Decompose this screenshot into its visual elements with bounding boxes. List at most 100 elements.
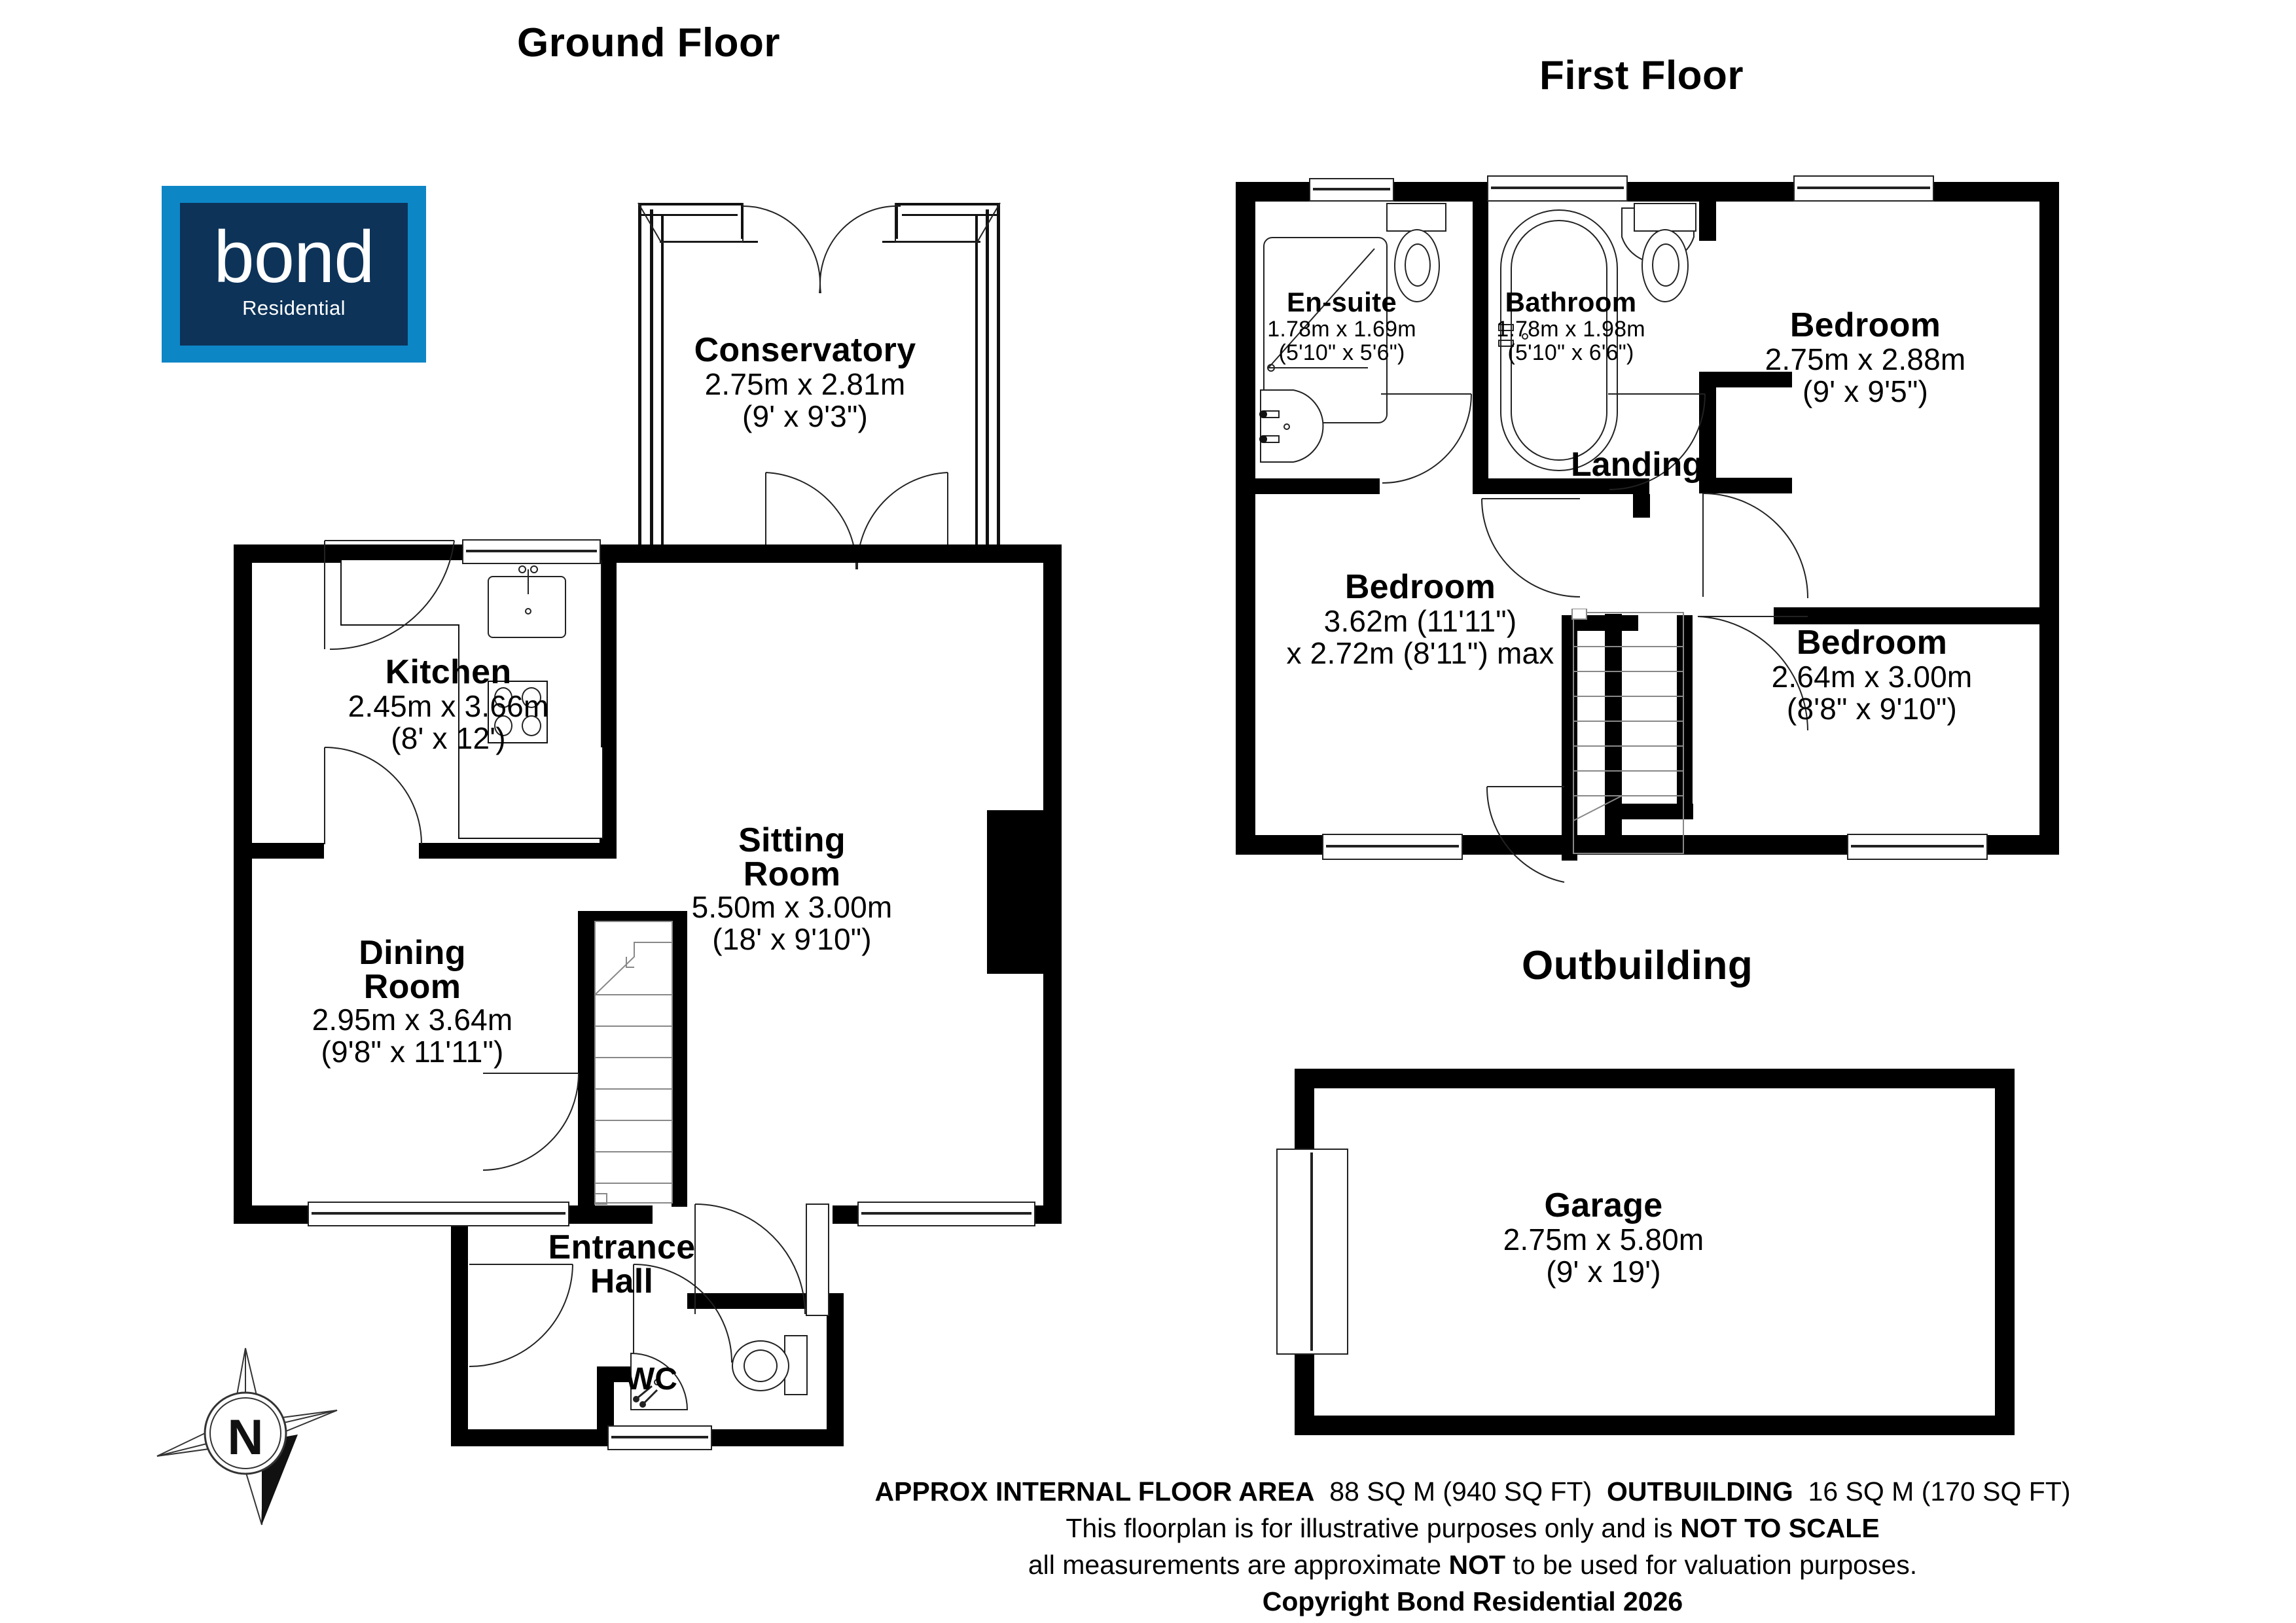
kitchen-worktop-lower	[458, 747, 603, 839]
garage-wall-right	[1995, 1069, 2015, 1435]
gf-wall-wc-left-stub	[597, 1366, 632, 1382]
kitchen-sink-tap	[518, 565, 538, 615]
garage-door	[1276, 1149, 1348, 1355]
kitchen-window	[462, 539, 601, 564]
ensuite-cistern	[1386, 203, 1446, 232]
logo-subtitle: Residential	[242, 296, 346, 319]
footer-illustrative-text: This floorplan is for illustrative purpo…	[1066, 1513, 1681, 1543]
kitchen-hob-ring-1	[494, 687, 512, 708]
ff-wall-bathroom-bottom	[1473, 478, 1649, 494]
logo-wordmark: bond	[213, 216, 374, 298]
footer-not-to-scale: NOT TO SCALE	[1680, 1513, 1880, 1543]
conservatory-wall-left-outer	[638, 203, 641, 560]
ensuite-window	[1309, 178, 1394, 202]
ff-wall-ensuite-bath	[1473, 182, 1488, 493]
ground-floor-title: Ground Floor	[517, 20, 781, 65]
room-label-garage: Garage 2.75m x 5.80m (9' x 19')	[1503, 1186, 1704, 1289]
footer-copyright: Copyright Bond Residential 2026	[753, 1584, 2193, 1620]
gf-wall-top	[234, 544, 1062, 563]
conservatory-top-left-transom	[638, 214, 738, 216]
conservatory-top-double-door-swing	[742, 205, 901, 294]
kitchen-hob-ring-2	[522, 687, 541, 708]
bathroom-cistern	[1634, 203, 1696, 232]
gf-wall-kitchen-dining-a	[252, 843, 324, 859]
room-label-bedroom-2: Bedroom 3.62m (11'11") x 2.72m (8'11") m…	[1286, 568, 1554, 670]
ff-wall-br1-left-top	[1699, 182, 1716, 241]
conservatory-door-jamb-left	[741, 205, 744, 239]
ff-wall-br1-top	[1699, 372, 1792, 387]
footer-valuation-text: to be used for valuation purposes.	[1505, 1550, 1918, 1580]
conservatory-wall-left-inner2	[661, 216, 664, 560]
conservatory-top-right-transom	[902, 214, 1000, 216]
ff-wall-ensuite-bottom	[1255, 478, 1380, 494]
bathroom-bath-taps	[1498, 324, 1528, 347]
first-floor-title: First Floor	[1539, 53, 1744, 98]
kitchen-door-top-swing	[324, 540, 455, 651]
compass-north-letter: N	[228, 1410, 264, 1465]
room-label-sitting-room: Sitting Room 5.50m x 3.00m (18' x 9'10")	[691, 821, 893, 956]
footer-disclaimer-line-1: This floorplan is for illustrative purpo…	[753, 1510, 2193, 1547]
garage-wall-top	[1295, 1069, 2015, 1088]
sitting-room-window	[857, 1202, 1035, 1226]
room-label-ensuite: En-suite 1.78m x 1.69m (5'10" x 5'6")	[1267, 287, 1416, 365]
room-label-dining-room: Dining Room 2.95m x 3.64m (9'8" x 11'11"…	[312, 934, 513, 1069]
ff-wall-br1-bottom-stub	[1699, 478, 1792, 493]
room-label-bedroom-1: Bedroom 2.75m x 2.88m (9' x 9'5")	[1765, 306, 1966, 408]
staircase-ff-treads	[1571, 609, 1684, 854]
wc-window	[607, 1425, 712, 1450]
front-door-swing	[694, 1204, 829, 1316]
bond-residential-logo: bond Residential	[162, 186, 426, 363]
conservatory-wall-left-inner	[650, 209, 653, 560]
landing-door-br3-swing	[1697, 616, 1808, 731]
bathroom-door-swing	[1608, 393, 1706, 490]
room-label-wc: WC	[625, 1362, 677, 1397]
hall-internal-door-swing	[469, 1264, 573, 1367]
conservatory-wall-right-inner	[986, 209, 989, 560]
ff-wall-stair-bottom	[1607, 804, 1693, 819]
kitchen-hob-ring-3	[494, 715, 512, 736]
conservatory-top-left-lintel	[638, 203, 743, 205]
bathroom-window	[1487, 175, 1628, 202]
conservatory-top-right-lintel	[895, 203, 1000, 205]
room-label-entrance-hall: Entrance Hall	[548, 1228, 696, 1300]
room-label-bedroom-3: Bedroom 2.64m x 3.00m (8'8" x 9'10")	[1771, 624, 1973, 726]
gf-wall-stairs-right	[672, 911, 687, 1207]
ff-wall-left	[1236, 182, 1255, 855]
conservatory-wall-right-inner2	[975, 216, 978, 560]
dining-room-window	[308, 1202, 569, 1226]
footer-measurements-text: all measurements are approximate	[1028, 1550, 1449, 1580]
ff-wall-right	[2039, 182, 2059, 855]
wc-toilet-seat	[744, 1349, 778, 1382]
footer-floor-area-label: APPROX INTERNAL FLOOR AREA	[874, 1476, 1315, 1507]
bedroom1-window	[1793, 175, 1934, 202]
wc-corner-basin	[630, 1352, 689, 1410]
ff-wall-stair-right	[1677, 615, 1693, 815]
garage-wall-bottom	[1295, 1416, 2015, 1435]
conservatory-wall-right-outer	[997, 203, 1000, 560]
ensuite-toilet-bowl	[1394, 229, 1440, 302]
footer-disclaimer-line-2: all measurements are approximate NOT to …	[753, 1547, 2193, 1584]
gf-wall-wc-right	[827, 1293, 844, 1446]
bathroom-toilet-seat	[1652, 243, 1679, 287]
gf-wall-hall-left	[578, 911, 595, 1207]
footer-not-emphasis: NOT	[1448, 1550, 1506, 1580]
ff-wall-bathroom-bottom-stub	[1633, 494, 1650, 518]
conservatory-bottom-double-door-swing	[765, 472, 948, 570]
gf-wall-kitchen-dining-b	[419, 843, 615, 859]
gf-wall-hall-outer-left	[451, 1205, 468, 1446]
footer-outbuilding-label: OUTBUILDING	[1607, 1476, 1793, 1507]
bedroom3-window	[1847, 834, 1988, 860]
landing-door-br1-swing	[1702, 493, 1808, 599]
ensuite-shower-door	[1267, 248, 1375, 372]
wc-door-swing	[633, 1264, 732, 1363]
footer-floor-area-value: 88 SQ M (940 SQ FT)	[1329, 1476, 1592, 1507]
ff-wall-br1-left	[1699, 372, 1716, 491]
ff-wall-landing-br3	[1774, 607, 2059, 624]
kitchen-worktop-back	[340, 560, 459, 626]
staircase-gf-treads	[594, 921, 673, 1205]
ensuite-basin	[1259, 389, 1324, 463]
bathroom-bath-inner	[1511, 220, 1607, 461]
kitchen-door-bottom-swing	[324, 747, 422, 845]
dining-room-door-swing	[482, 1073, 579, 1171]
bedroom2-door-swing	[1486, 786, 1565, 883]
